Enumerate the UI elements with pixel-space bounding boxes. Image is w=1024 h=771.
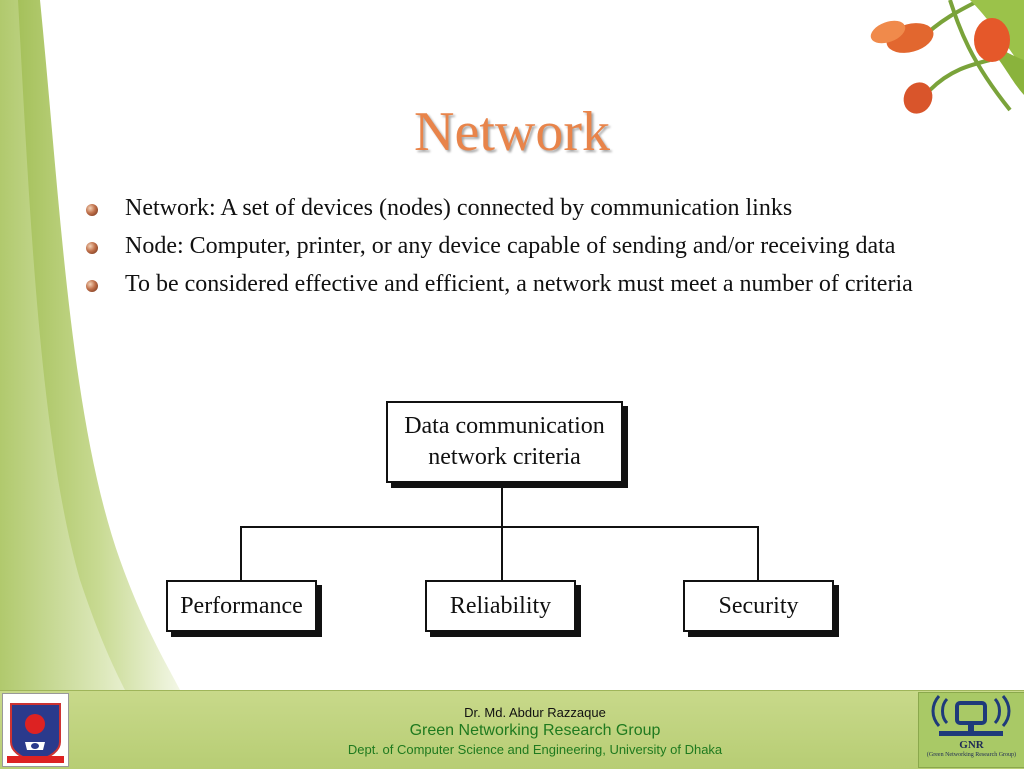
bullet-icon: [86, 280, 98, 292]
gnr-logo-subtext: (Green Networking Research Group): [926, 752, 1017, 758]
gnr-logo: GNR (Green Networking Research Group): [918, 692, 1024, 768]
bullet-text: Network: A set of devices (nodes) connec…: [125, 195, 793, 221]
bullet-text: To be considered effective and efficient…: [125, 271, 913, 297]
connector-security: [757, 526, 759, 580]
footer-group: Green Networking Research Group: [409, 722, 661, 739]
footer-dept: Dept. of Computer Science and Engineerin…: [347, 742, 723, 757]
diagram-root-box: Data communication network criteria: [386, 401, 623, 483]
tulip-flowers-decoration: [870, 0, 1024, 114]
connector-performance: [240, 526, 242, 580]
diagram-root-line-1: Data communication: [404, 413, 605, 439]
diagram-box-reliability: Reliability: [425, 580, 576, 632]
slide-title: Network: [414, 101, 610, 163]
connector-horizontal: [240, 526, 758, 528]
diagram-box-security: Security: [683, 580, 834, 632]
slide-footer: Dr. Md. Abdur Razzaque Green Networking …: [0, 690, 1024, 769]
university-logo: [2, 693, 69, 767]
diagram-box-performance: Performance: [166, 580, 317, 632]
diagram-label-security: Security: [718, 592, 799, 619]
footer-author: Dr. Md. Abdur Razzaque: [464, 705, 606, 720]
bullet-item: Node: Computer, printer, or any device c…: [86, 231, 916, 262]
diagram-label-reliability: Reliability: [449, 592, 552, 619]
bullet-text: Node: Computer, printer, or any device c…: [125, 233, 896, 259]
bullet-item: Network: A set of devices (nodes) connec…: [86, 193, 916, 224]
diagram-root-line-2: network criteria: [428, 444, 581, 470]
university-emblem-icon: [7, 703, 64, 764]
gnr-logo-text: GNR: [959, 739, 984, 751]
diagram-label-performance: Performance: [180, 592, 303, 619]
bullet-list: Network: A set of devices (nodes) connec…: [86, 193, 916, 307]
wireless-network-icon: [931, 695, 1011, 736]
bullet-item: To be considered effective and efficient…: [86, 269, 916, 300]
bullet-icon: [86, 204, 98, 216]
connector-reliability: [501, 526, 503, 580]
connector-root-vertical: [501, 485, 503, 527]
bullet-icon: [86, 242, 98, 254]
